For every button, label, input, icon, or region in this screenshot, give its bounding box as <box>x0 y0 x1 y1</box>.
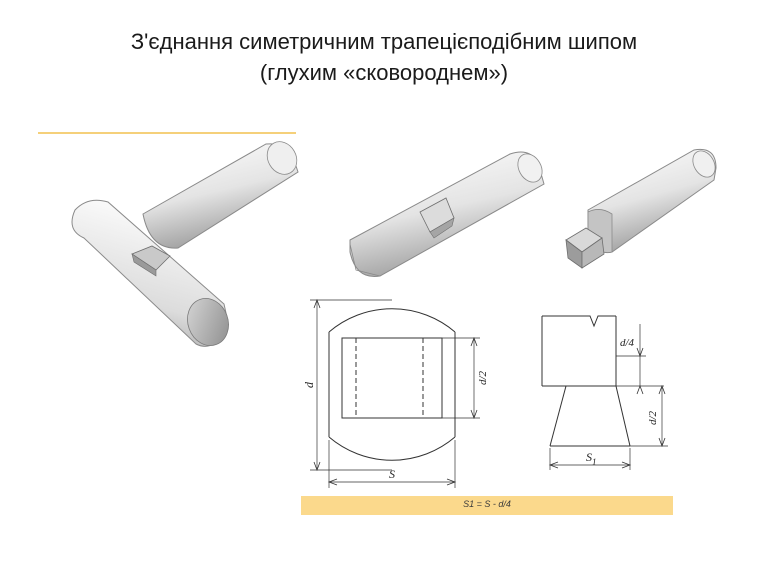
tenon-log-3d <box>565 148 717 269</box>
dim-d-quarter-label: d/4 <box>620 337 635 349</box>
socket-log-3d <box>349 151 545 277</box>
dim-s1-base: S <box>586 450 592 464</box>
decorative-accent-line <box>38 132 296 134</box>
dim-s1-label: S1 <box>586 450 597 467</box>
dim-d-label: d <box>302 381 316 388</box>
dim-s-label: S <box>389 467 395 481</box>
dim-d-half-right-label: d/2 <box>647 410 659 425</box>
formula-bar: S1 = S - d/4 <box>301 496 673 515</box>
title-line-1: З'єднання симетричним трапецієподібним ш… <box>130 29 638 54</box>
slide-title: З'єднання симетричним трапецієподібним ш… <box>0 26 768 88</box>
cross-section-drawing <box>310 298 480 488</box>
dim-s1-subscript: 1 <box>592 457 597 467</box>
title-line-2: (глухим «сковороднем») <box>259 60 509 85</box>
t-joint-3d <box>71 141 299 347</box>
side-profile-drawing <box>541 315 668 470</box>
dim-d-half-left-label: d/2 <box>477 370 489 385</box>
formula-text: S1 = S - d/4 <box>463 499 511 509</box>
